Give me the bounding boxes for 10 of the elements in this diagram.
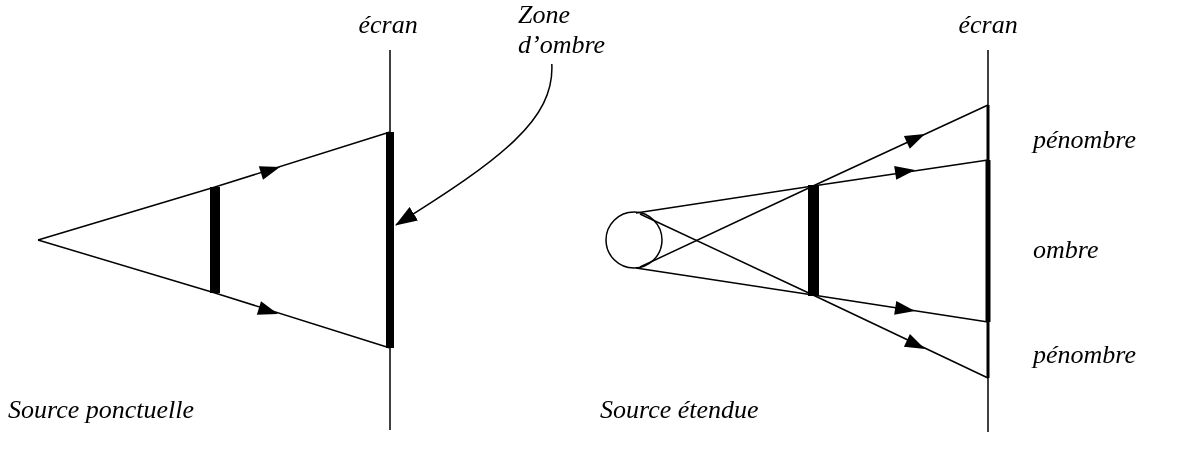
text-label: pénombre: [1033, 340, 1136, 370]
text-label: écran: [358, 10, 418, 40]
text-label: pénombre: [1033, 125, 1136, 155]
text-label: ombre: [1033, 235, 1099, 265]
leader-arrow: [395, 63, 553, 226]
text-label: écran: [958, 10, 1018, 40]
text-label: Source ponctuelle: [8, 395, 195, 425]
text-label: Source étendue: [600, 395, 759, 425]
shadow-zone-bar: [386, 132, 394, 348]
callout-text: Zone d’ombre: [518, 0, 648, 60]
